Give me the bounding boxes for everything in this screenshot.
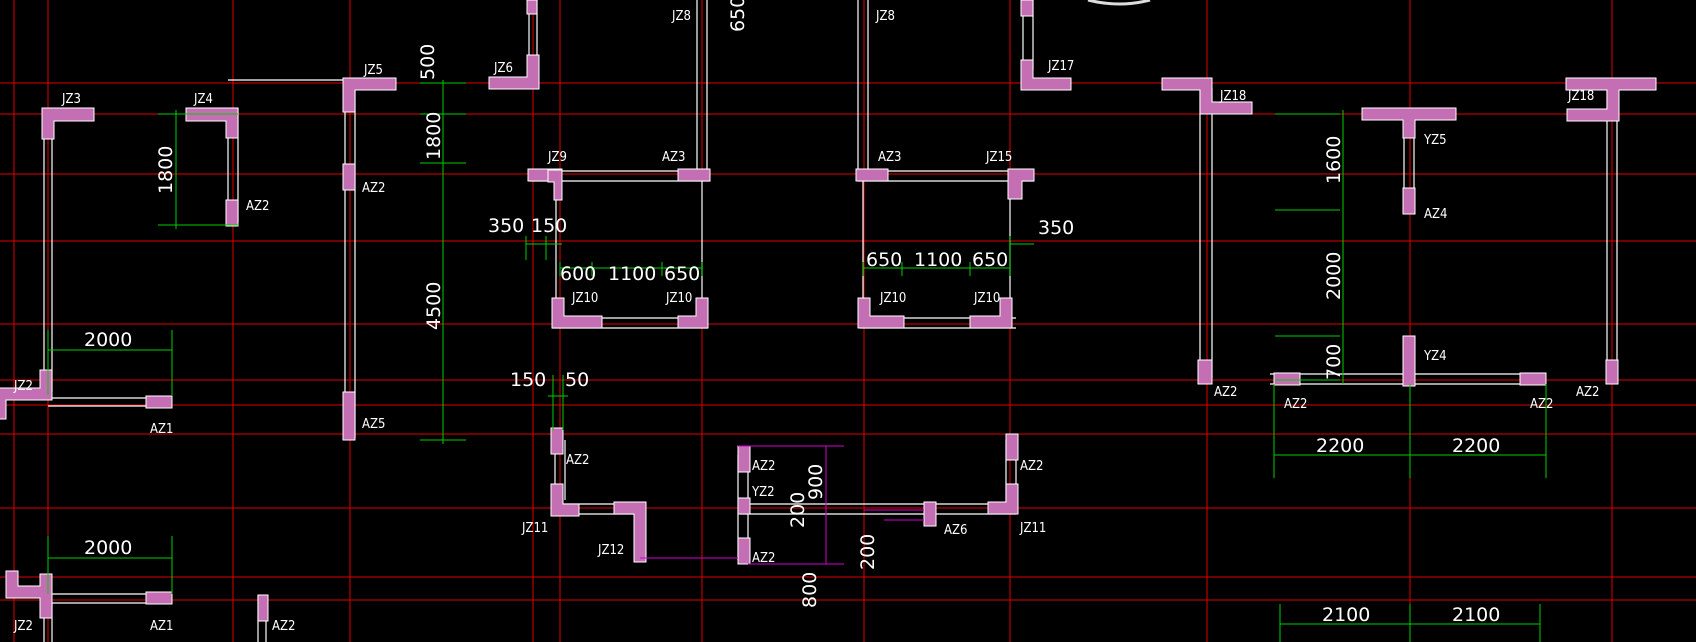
dimension-label: 2200 [1452, 435, 1500, 457]
dimension-lines [47, 80, 1547, 642]
column-label: AZ2 [752, 551, 775, 566]
dimension-label: 1100 [914, 249, 962, 271]
dimension-label: 900 [805, 464, 827, 500]
column-label: AZ4 [1424, 207, 1447, 222]
dimension-labels: 500 1800 1800 4500 2000 2000 650 350 150… [84, 0, 1500, 626]
annotation-lines [640, 445, 924, 565]
column-label: JZ18 [1219, 89, 1246, 104]
column-label: JZ8 [875, 9, 895, 24]
column-label: JZ11 [521, 521, 548, 536]
dimension-label: 2000 [84, 537, 132, 559]
column-label: AZ1 [150, 422, 173, 437]
column-label: AZ6 [944, 523, 967, 538]
dimension-label: 600 [560, 263, 596, 285]
dimension-label: 4500 [423, 282, 445, 330]
column-label: AZ2 [1576, 385, 1599, 400]
dimension-label: 200 [787, 492, 809, 528]
column-label: AZ5 [362, 417, 385, 432]
column-label: JZ10 [665, 291, 692, 306]
column-label: JZ11 [1019, 521, 1046, 536]
dimension-label: 2200 [1316, 435, 1364, 457]
dimension-label: 350 [1038, 217, 1074, 239]
column-label: JZ10 [571, 291, 598, 306]
column-label: YZ2 [751, 485, 775, 500]
dimension-label: 650 [972, 249, 1008, 271]
column-label: JZ15 [985, 150, 1012, 165]
column-label: AZ2 [752, 459, 775, 474]
column-label: YZ5 [1423, 133, 1447, 148]
column-label: AZ2 [1020, 459, 1043, 474]
column-label: JZ10 [973, 291, 1000, 306]
dimension-label: 1600 [1323, 136, 1345, 184]
axis-lines-horizontal [0, 82, 1696, 601]
column-label: JZ17 [1047, 59, 1074, 74]
dimension-label: 2000 [1323, 252, 1345, 300]
column-labels: JZ3 JZ4 AZ2 JZ5 AZ2 AZ5 JZ2 AZ1 JZ2 AZ1 … [13, 9, 1599, 634]
dimension-label: 2000 [84, 329, 132, 351]
dimension-label: 650 [727, 0, 749, 32]
dimension-label: 150 [531, 215, 567, 237]
column-label: JZ2 [13, 619, 33, 634]
column-label: JZ6 [493, 61, 513, 76]
dimension-label: 650 [664, 263, 700, 285]
column-label: JZ8 [671, 9, 691, 24]
dimension-label: 500 [417, 44, 439, 80]
column-label: JZ18 [1567, 89, 1594, 104]
dimension-label: 2100 [1322, 604, 1370, 626]
column-label: AZ2 [1530, 397, 1553, 412]
column-label: AZ3 [878, 150, 901, 165]
dimension-label: 200 [857, 534, 879, 570]
column-label: JZ3 [61, 92, 81, 107]
dimension-label: 800 [799, 572, 821, 608]
column-label: AZ3 [662, 150, 685, 165]
dimension-label: 700 [1323, 344, 1345, 380]
column-label: AZ2 [362, 181, 385, 196]
column-label: YZ4 [1423, 349, 1447, 364]
column-label: JZ10 [879, 291, 906, 306]
column-label: JZ5 [363, 63, 383, 78]
dimension-label: 150 [510, 369, 546, 391]
column-label: AZ2 [1284, 397, 1307, 412]
dimension-label: 50 [565, 369, 589, 391]
column-label: AZ2 [1214, 385, 1237, 400]
dimension-label: 2100 [1452, 604, 1500, 626]
column-label: AZ1 [150, 619, 173, 634]
dimension-label: 350 [488, 215, 524, 237]
column-label: AZ2 [566, 453, 589, 468]
column-label: JZ4 [193, 92, 213, 107]
dimension-label: 1800 [423, 112, 445, 160]
dimension-label: 1800 [155, 146, 177, 194]
column-label: JZ2 [13, 379, 33, 394]
column-label: JZ9 [547, 150, 567, 165]
cursor-arc-artifact [1087, 0, 1151, 6]
column-label: AZ2 [272, 619, 295, 634]
column-label: AZ2 [246, 199, 269, 214]
columns [0, 0, 1657, 622]
dimension-label: 1100 [608, 263, 656, 285]
dimension-label: 650 [866, 249, 902, 271]
column-label: JZ12 [597, 543, 624, 558]
